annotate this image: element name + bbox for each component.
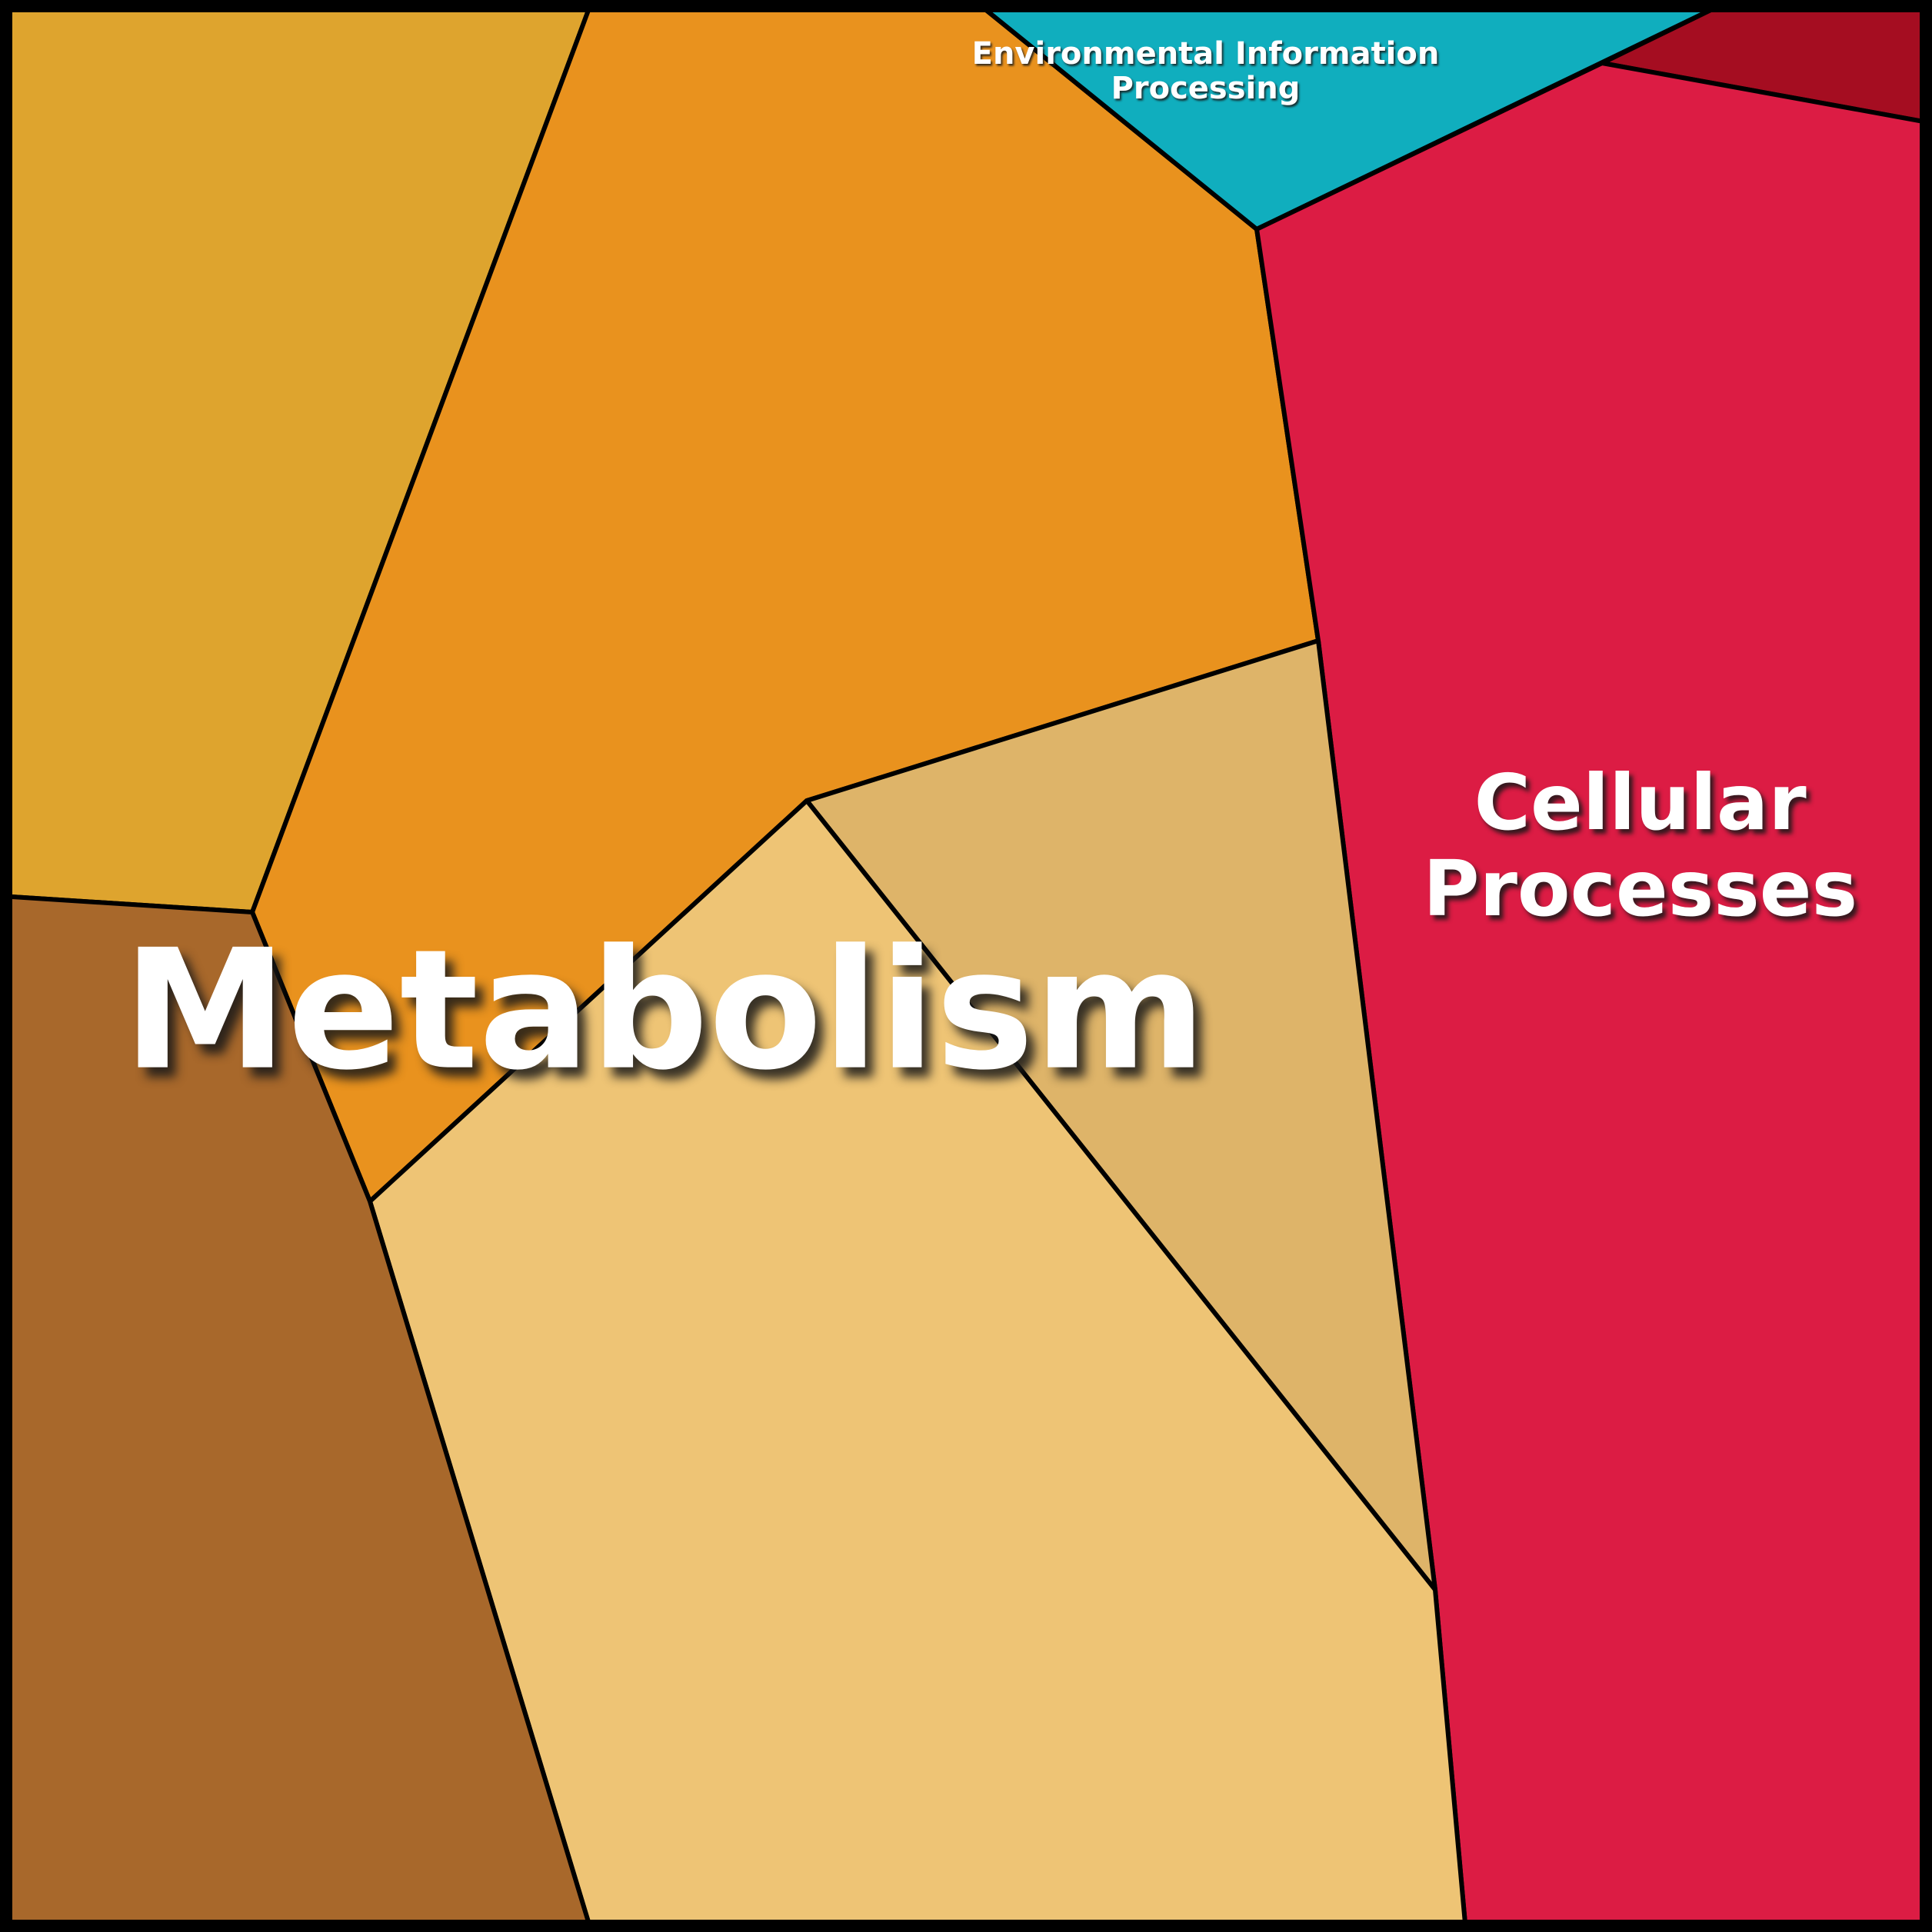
region-label-environmental-information-processing: Environmental Information Processing xyxy=(971,36,1440,106)
region-dark-red xyxy=(1600,0,1932,125)
region-label-metabolism: Metabolism xyxy=(122,913,1207,1107)
region-brown xyxy=(0,894,594,1932)
region-label-cellular-processes: Cellular Processes xyxy=(1423,758,1858,934)
